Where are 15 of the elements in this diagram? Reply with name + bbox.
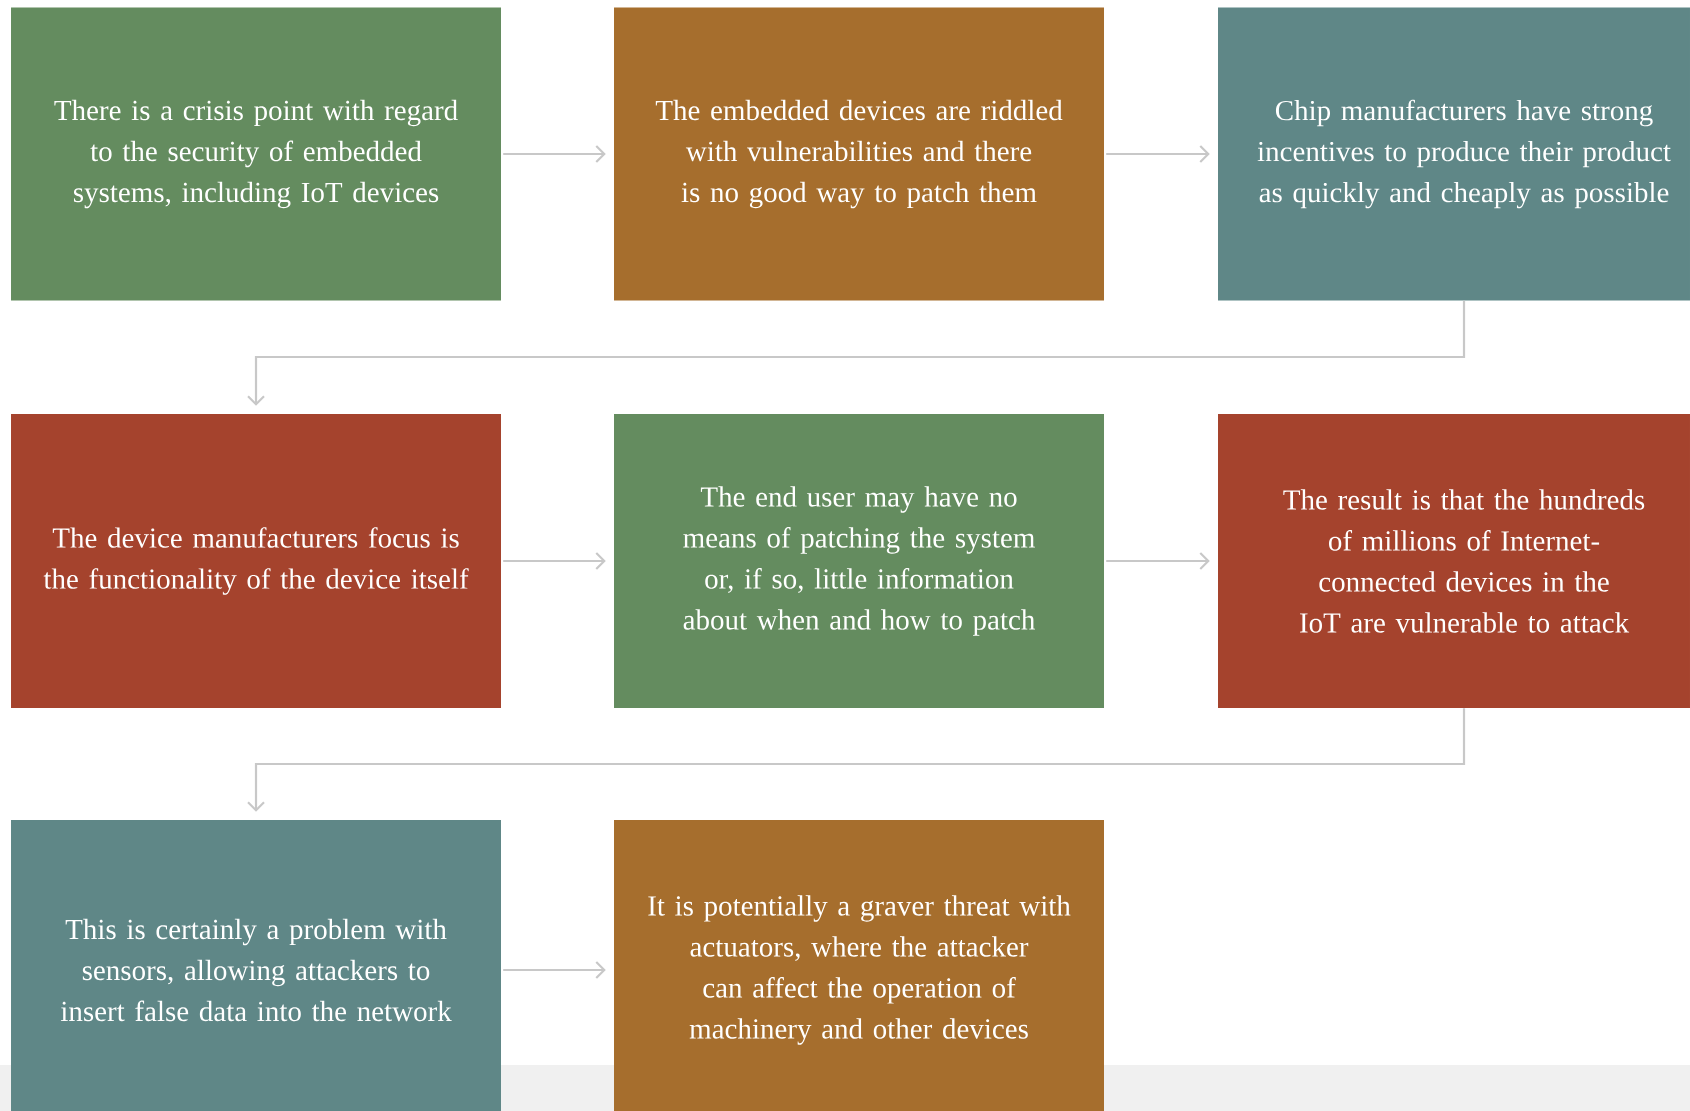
process-box: The embedded devices are riddled with vulnerabilities and there is no good way to patch them: [614, 7, 1104, 301]
arrow: [247, 708, 1466, 812]
process-box: It is potentially a graver threat with actuators, where the attacker can affect the operation of machinery and other devices: [614, 820, 1104, 1111]
arrow: [247, 300, 1466, 406]
arrow: [595, 145, 606, 163]
process-box: The result is that the hundreds of millions of Internet-connected devices in the IoT are vulnerable to attack: [1218, 414, 1690, 708]
arrow: [1199, 145, 1210, 163]
arrow: [595, 552, 606, 570]
process-box: The device manufacturers focus is the functionality of the device itself: [11, 414, 501, 708]
process-box: The end user may have no means of patching the system or, if so, little information about when and how to patch: [614, 414, 1104, 708]
process-box: There is a crisis point with regard to the security of embedded systems, including IoT devices: [11, 7, 501, 301]
arrow: [595, 961, 606, 979]
process-box: Chip manufacturers have strong incentives to produce their product as quickly and cheaply as possible: [1218, 7, 1690, 301]
arrow: [1199, 552, 1210, 570]
process-box: This is certainly a problem with sensors, allowing attackers to insert false data into the network: [11, 820, 501, 1111]
